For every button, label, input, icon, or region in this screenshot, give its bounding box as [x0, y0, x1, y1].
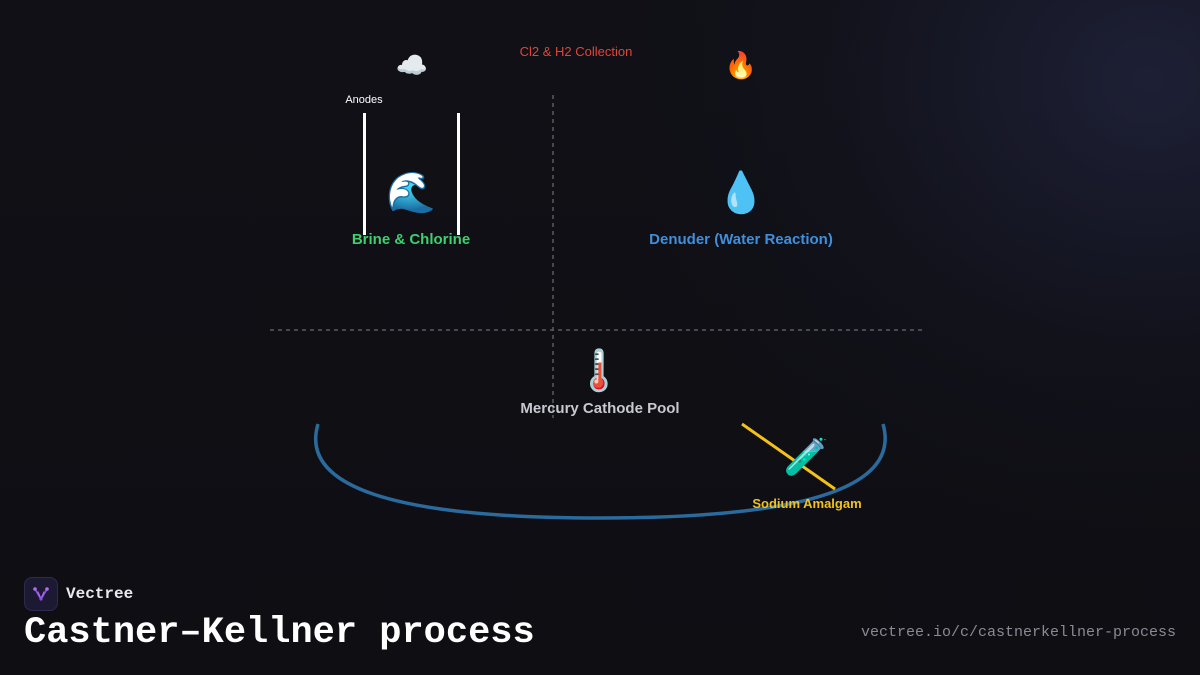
page-url[interactable]: vectree.io/c/castnerkellner-process [860, 624, 1176, 641]
brine-chlorine-label: Brine & Chlorine [351, 231, 471, 248]
mercury-cathode-label: Mercury Cathode Pool [520, 400, 680, 417]
collection-label: Cl2 & H2 Collection [519, 44, 633, 59]
page-title: Castner–Kellner process [24, 612, 535, 654]
mercury-pool-outline [314, 423, 887, 520]
droplet-icon: 💧 [716, 170, 766, 216]
fire-icon: 🔥 [724, 51, 758, 81]
anodes-label: Anodes [345, 94, 383, 106]
brand-name: Vectree [66, 585, 134, 603]
test-tube-icon: 🧪 [783, 437, 829, 478]
cloud-icon: ☁️ [395, 51, 429, 81]
wave-icon: 🌊 [386, 170, 436, 216]
brand[interactable]: Vectree [24, 577, 133, 611]
sodium-amalgam-label: Sodium Amalgam [752, 496, 862, 511]
vectree-logo-icon [24, 577, 58, 611]
thermometer-icon: 🌡️ [574, 348, 624, 394]
denuder-label: Denuder (Water Reaction) [649, 231, 833, 248]
amalgam-flow-line [741, 422, 836, 491]
